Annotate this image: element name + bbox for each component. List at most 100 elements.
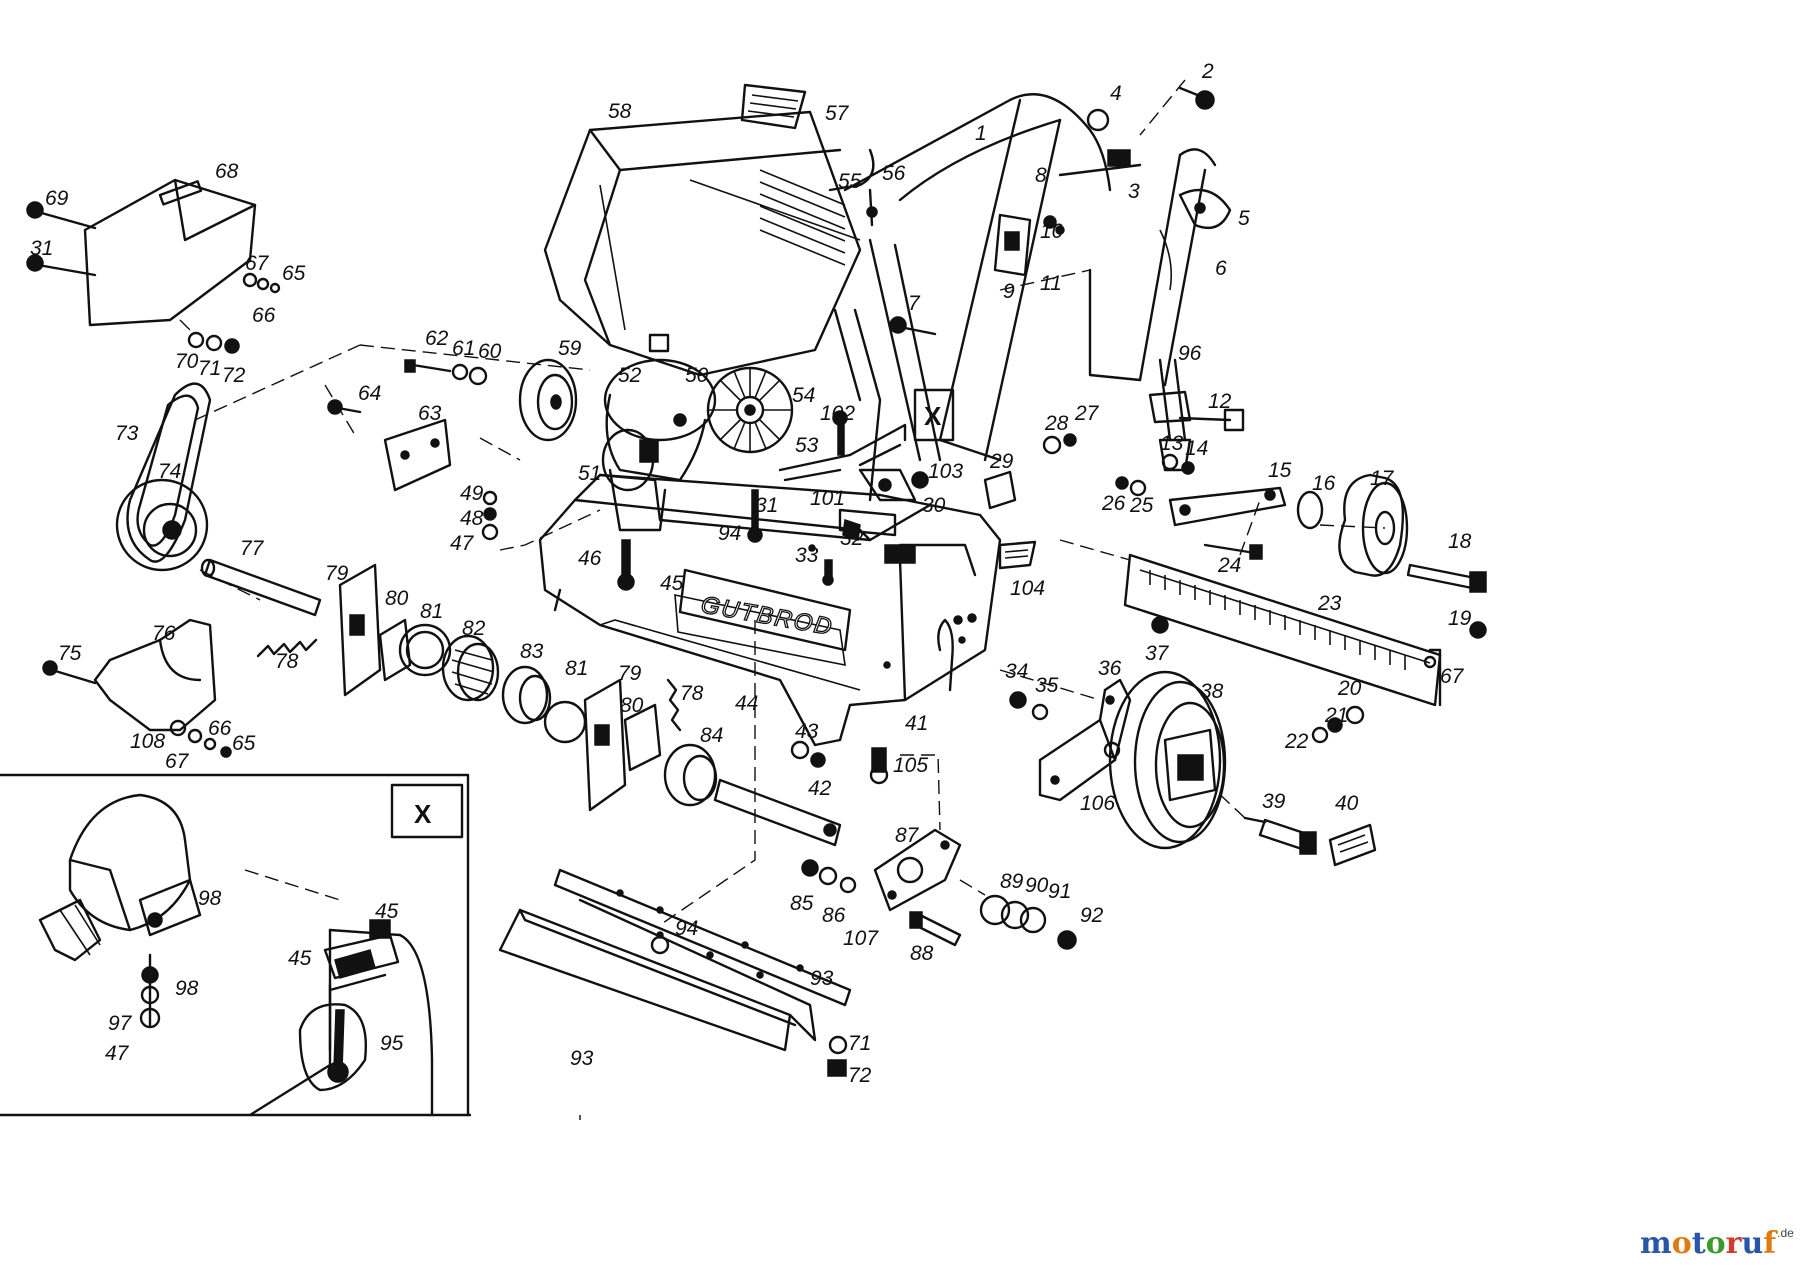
callout-56: 56: [882, 162, 906, 185]
callout-95: 95: [380, 1032, 404, 1055]
callout-74: 74: [158, 460, 181, 483]
handle-fasteners: [866, 86, 1215, 336]
bearing-bracket: [42, 618, 232, 758]
callout-58: 58: [608, 100, 632, 123]
chassis-slots: [838, 508, 916, 564]
watermark-letter: u: [1741, 1226, 1764, 1261]
callout-66-b: 66: [208, 717, 232, 740]
callout-90: 90: [1025, 874, 1049, 897]
callout-72: 72: [222, 364, 246, 387]
callout-33: 33: [795, 544, 819, 567]
label-plate: [740, 83, 807, 130]
callout-25: 25: [1129, 494, 1154, 517]
callout-47: 47: [450, 532, 475, 555]
callout-75: 75: [58, 642, 82, 665]
cover-vents: [759, 169, 846, 266]
callout-16: 16: [1312, 472, 1336, 495]
callout-49: 49: [460, 482, 484, 505]
rotor-cover: [498, 868, 852, 1077]
callout-2: 2: [1201, 60, 1214, 83]
callout-88: 88: [910, 942, 934, 965]
callout-54: 54: [792, 384, 815, 407]
callout-6: 6: [1215, 257, 1227, 280]
callout-31: 31: [755, 494, 778, 517]
detail-inset: X: [0, 773, 472, 1117]
watermark-tld: .de: [1777, 1226, 1794, 1240]
callout-10: 10: [1040, 220, 1064, 243]
callout-23: 23: [1317, 592, 1342, 615]
callout-18: 18: [1448, 530, 1472, 553]
callout-17: 17: [1370, 467, 1395, 490]
callout-4: 4: [1110, 82, 1122, 105]
brand-plate-text: GUTBROD: [699, 591, 836, 641]
callout-81-b: 81: [565, 657, 588, 680]
callout-96: 96: [1178, 342, 1202, 365]
chassis: [538, 473, 1002, 747]
callout-13: 13: [1160, 432, 1184, 455]
callout-44: 44: [735, 692, 758, 715]
detail-marker-main: X: [913, 388, 955, 442]
callout-86: 86: [822, 904, 846, 927]
callout-9: 9: [1003, 280, 1015, 303]
shaft-washers: [979, 894, 1077, 950]
callout-5: 5: [1238, 207, 1250, 230]
callout-71-b: 71: [848, 1032, 871, 1055]
callout-21: 21: [1324, 704, 1348, 727]
handle-assembly: [828, 93, 1217, 502]
callout-36: 36: [1098, 657, 1122, 680]
callout-62: 62: [425, 327, 449, 350]
callout-81: 81: [420, 600, 443, 623]
callout-93: 93: [810, 967, 834, 990]
site-watermark[interactable]: motoruf.de: [1640, 1226, 1794, 1261]
callout-71: 71: [198, 357, 221, 380]
cable-lever: [1159, 188, 1232, 291]
callout-15: 15: [1268, 459, 1292, 482]
callout-46: 46: [578, 547, 602, 570]
callout-76: 76: [152, 622, 176, 645]
switch: [993, 213, 1032, 277]
pulley-washers: [187, 331, 240, 354]
callout-91: 91: [1048, 880, 1071, 903]
adjuster-rail: [1123, 553, 1487, 744]
rotor-shaft: [200, 558, 322, 617]
callout-65: 65: [282, 262, 306, 285]
callout-97: 97: [108, 1012, 133, 1035]
callout-68: 68: [215, 160, 239, 183]
callout-67: 67: [245, 252, 270, 275]
callout-78-b: 78: [680, 682, 704, 705]
callout-94-b: 94: [675, 917, 698, 940]
callout-50: 50: [685, 364, 709, 387]
callout-38: 38: [1200, 680, 1224, 703]
callout-87: 87: [895, 824, 920, 847]
chassis-holes: [808, 544, 977, 669]
callout-12: 12: [1208, 390, 1232, 413]
callout-64: 64: [358, 382, 381, 405]
callout-101: 101: [810, 487, 845, 510]
watermark-letter: o: [1705, 1226, 1726, 1261]
callout-104: 104: [1010, 577, 1045, 600]
callout-94: 94: [718, 522, 741, 545]
callout-103: 103: [928, 460, 963, 483]
leader-lines: [179, 79, 1386, 1120]
drive-belt: [126, 382, 212, 563]
callout-105: 105: [893, 754, 928, 777]
motor-cover: [543, 110, 862, 377]
callout-48: 48: [460, 507, 484, 530]
callout-85: 85: [790, 892, 814, 915]
rear-bracket: [1115, 453, 1287, 560]
callout-89: 89: [1000, 870, 1024, 893]
callout-26: 26: [1101, 492, 1126, 515]
callout-41: 41: [905, 712, 928, 735]
middle-fasteners: [481, 410, 929, 591]
callout-93-b: 93: [570, 1047, 594, 1070]
callout-39: 39: [1262, 790, 1286, 813]
callout-77: 77: [240, 537, 265, 560]
spring-left: [256, 638, 318, 658]
callout-60: 60: [478, 340, 502, 363]
callout-59: 59: [558, 337, 582, 360]
callout-106: 106: [1080, 792, 1115, 815]
watermark-letter: o: [1671, 1226, 1692, 1261]
callout-66: 66: [252, 304, 276, 327]
callout-84: 84: [700, 724, 723, 747]
